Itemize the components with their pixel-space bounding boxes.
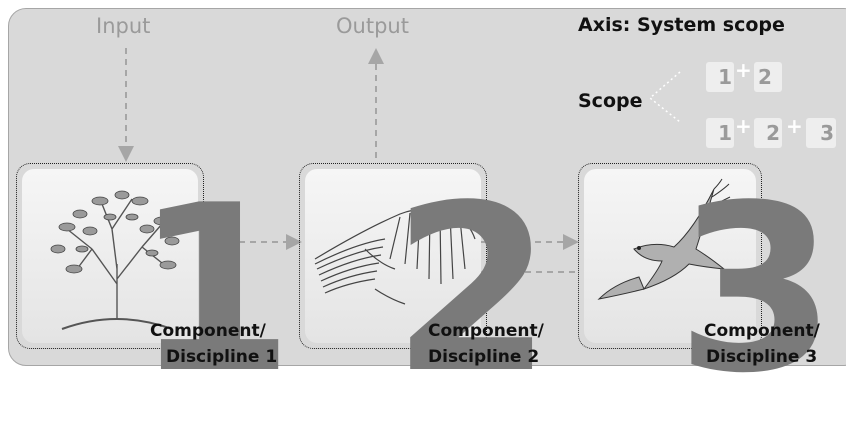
tree-icon [50, 190, 180, 330]
component-2-number: 2 [392, 157, 553, 424]
scope-label: Scope [578, 90, 643, 112]
component-3-number: 3 [676, 157, 837, 424]
scope-row1-item2: 2 [754, 62, 782, 92]
hawk-icon [597, 178, 731, 300]
scope-row1-item1: 1 [706, 62, 734, 92]
component-1-number: 1 [134, 157, 295, 424]
component-2-card [299, 163, 487, 349]
plus-sign: + [735, 58, 752, 82]
input-label: Input [96, 14, 151, 38]
scope-row2-item3: 3 [806, 118, 836, 148]
component-2-label-line2: Discipline 2 [428, 347, 540, 367]
component-3-card [578, 163, 762, 349]
plus-sign: + [735, 114, 752, 138]
connector-arrows [118, 48, 681, 280]
mountain-icon [314, 208, 476, 305]
component-3-label-line1: Component/ [704, 321, 820, 341]
component-2-label-line1: Component/ [428, 321, 544, 341]
scope-row2-item2: 2 [754, 118, 782, 148]
component-1-label-line1: Component/ [150, 321, 266, 341]
component-1-card [16, 163, 204, 349]
output-label: Output [336, 14, 409, 38]
scope-row2-item1: 1 [706, 118, 734, 148]
scope-brace [648, 71, 681, 123]
plus-sign: + [786, 114, 803, 138]
axis-title: Axis: System scope [578, 14, 785, 36]
component-1-label-line2: Discipline 1 [166, 347, 278, 367]
component-3-label-line2: Discipline 3 [706, 347, 818, 367]
